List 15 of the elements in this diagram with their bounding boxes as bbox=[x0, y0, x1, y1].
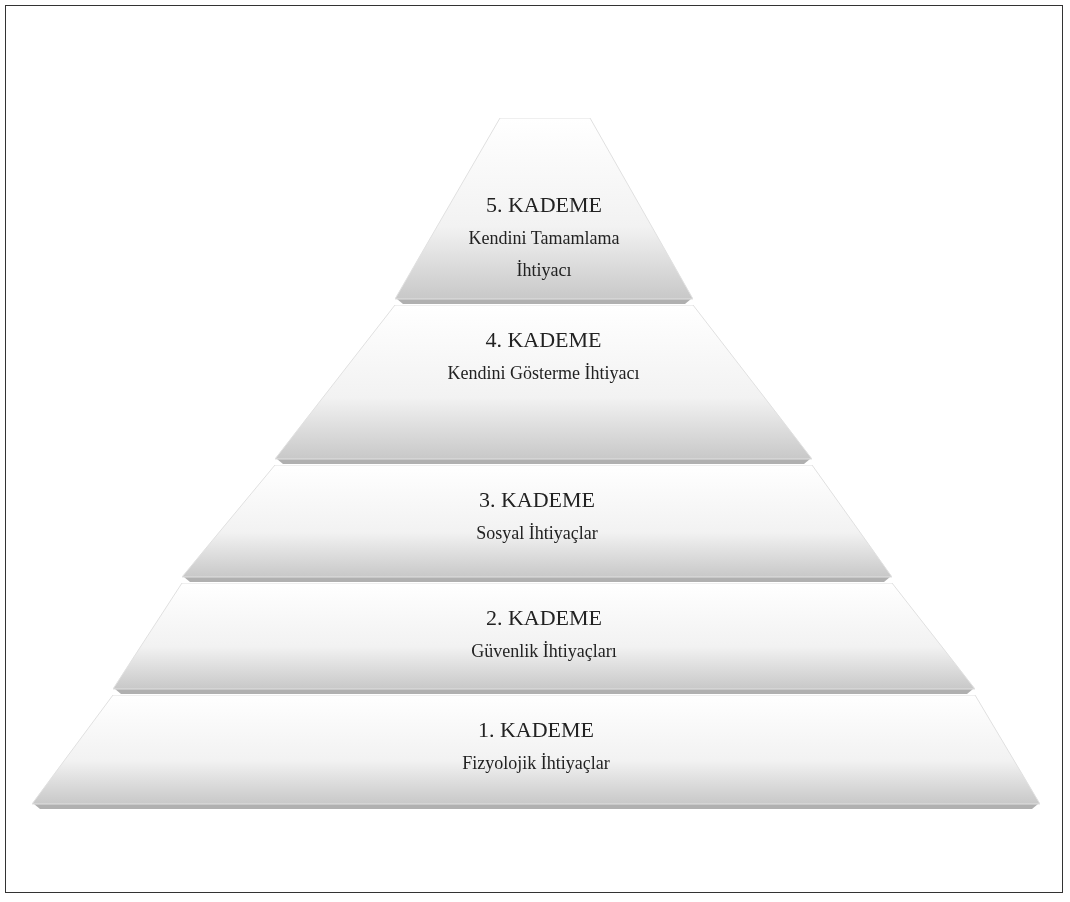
tier-description: Kendini Gösterme İhtiyacı bbox=[447, 362, 640, 385]
tier-level: 4. KADEME bbox=[485, 326, 602, 354]
pyramid-tier bbox=[32, 695, 1040, 810]
tier-description: Kendini Tamamlama İhtiyacı bbox=[467, 227, 621, 282]
pyramid-tier bbox=[395, 118, 693, 305]
tier-description: Güvenlik İhtiyaçları bbox=[471, 640, 617, 663]
pyramid-tier bbox=[113, 583, 975, 695]
tier-description: Fizyolojik İhtiyaçlar bbox=[462, 752, 610, 775]
tier-level: 5. KADEME bbox=[485, 191, 603, 219]
tier-level: 1. KADEME bbox=[477, 716, 595, 744]
tier-level: 2. KADEME bbox=[485, 604, 603, 632]
tier-description: Sosyal İhtiyaçlar bbox=[476, 522, 598, 545]
tier-level: 3. KADEME bbox=[478, 486, 596, 514]
pyramid-tier bbox=[182, 465, 892, 583]
pyramid-tier bbox=[275, 305, 812, 465]
